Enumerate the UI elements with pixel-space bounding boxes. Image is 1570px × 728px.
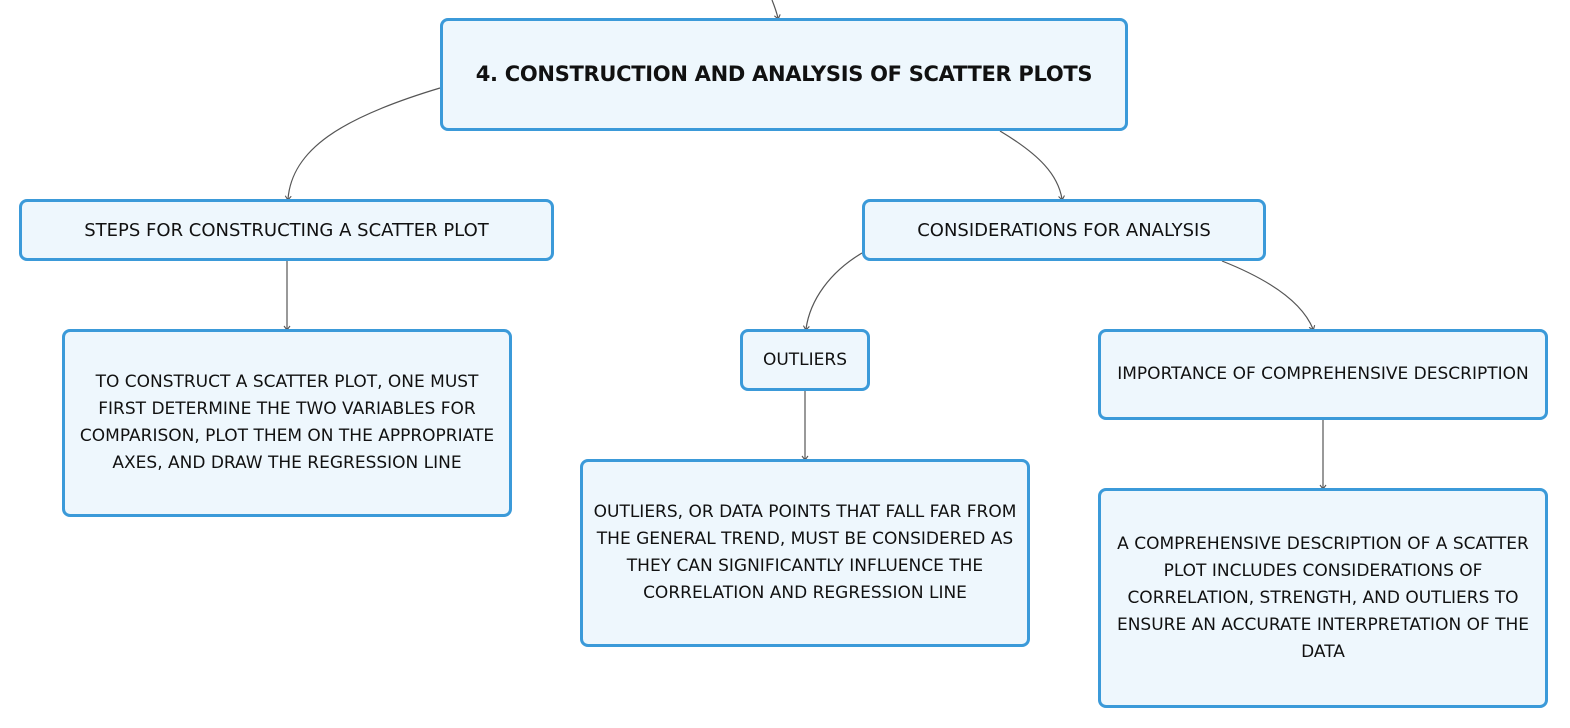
importance-detail-node[interactable]: A COMPREHENSIVE DESCRIPTION OF A SCATTER… <box>1098 488 1548 708</box>
importance-topic-node[interactable]: IMPORTANCE OF COMPREHENSIVE DESCRIPTION <box>1098 329 1548 420</box>
outliers-topic-node[interactable]: OUTLIERS <box>740 329 870 391</box>
steps-topic-node[interactable]: STEPS FOR CONSTRUCTING A SCATTER PLOT <box>19 199 554 261</box>
connector-considerations-outliers <box>802 252 863 331</box>
importance-topic-label: IMPORTANCE OF COMPREHENSIVE DESCRIPTION <box>1117 364 1529 384</box>
outliers-detail-node[interactable]: OUTLIERS, OR DATA POINTS THAT FALL FAR F… <box>580 459 1030 647</box>
steps-detail-node[interactable]: TO CONSTRUCT A SCATTER PLOT, ONE MUST FI… <box>62 329 512 517</box>
root-topic-node[interactable]: 4. CONSTRUCTION AND ANALYSIS OF SCATTER … <box>440 18 1128 131</box>
outliers-topic-label: OUTLIERS <box>762 349 848 370</box>
considerations-topic-node[interactable]: CONSIDERATIONS FOR ANALYSIS <box>862 199 1266 261</box>
connector-incoming-root <box>771 0 781 20</box>
connector-root-considerations <box>999 130 1065 201</box>
steps-topic-label: STEPS FOR CONSTRUCTING A SCATTER PLOT <box>84 219 489 241</box>
steps-detail-text: TO CONSTRUCT A SCATTER PLOT, ONE MUST FI… <box>79 372 495 473</box>
connector-considerations-importance <box>1221 260 1316 331</box>
considerations-topic-label: CONSIDERATIONS FOR ANALYSIS <box>917 219 1211 241</box>
outliers-detail-text: OUTLIERS, OR DATA POINTS THAT FALL FAR F… <box>593 502 1017 603</box>
importance-detail-text: A COMPREHENSIVE DESCRIPTION OF A SCATTER… <box>1116 533 1530 662</box>
connector-root-steps <box>284 87 441 201</box>
root-topic-label: 4. CONSTRUCTION AND ANALYSIS OF SCATTER … <box>475 62 1093 86</box>
